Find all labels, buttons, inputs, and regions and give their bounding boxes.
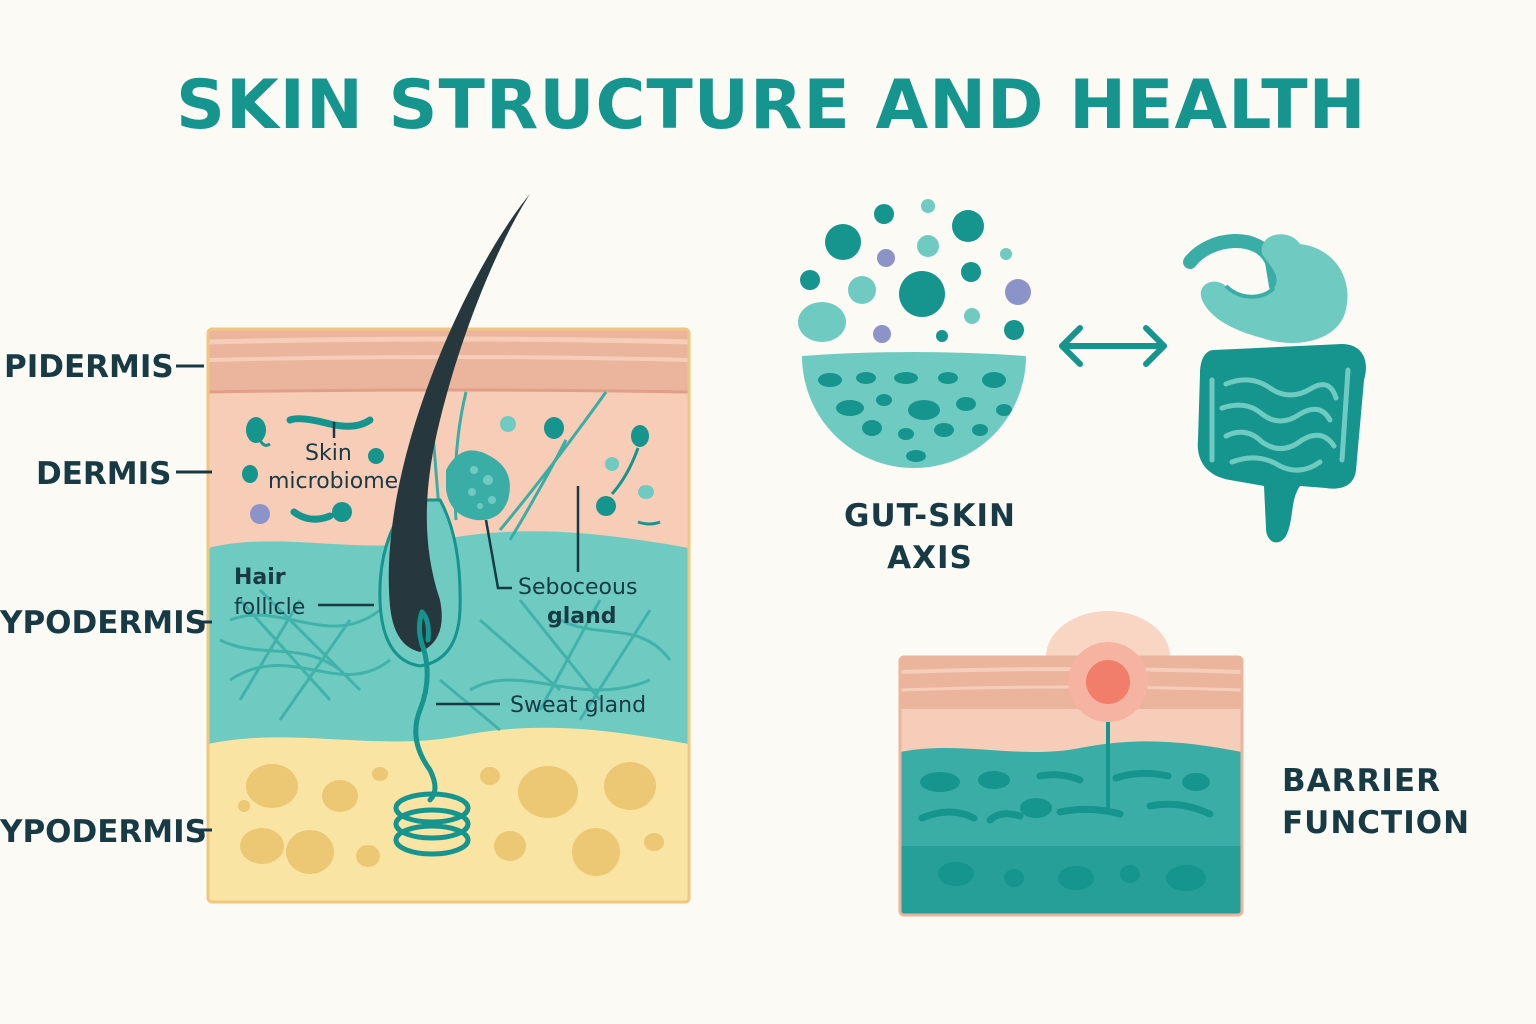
digestive-tract-icon (1183, 234, 1366, 543)
label-epidermis: PIDERMIS (4, 349, 174, 385)
label-sebaceous-gland-1: Seboceous (518, 575, 637, 600)
collagen-fibers (219, 588, 672, 732)
double-arrow-icon (1059, 325, 1167, 367)
sweat-gland (393, 609, 471, 857)
barrier-function-label-1: BARRIER (1282, 763, 1441, 799)
label-sebaceous-gland-2: gland (547, 604, 617, 629)
label-dermis: DERMIS (36, 456, 172, 492)
hair-shaft (388, 194, 530, 652)
fat-layer (208, 727, 689, 902)
microbiome-sphere (798, 199, 1031, 468)
label-skin-microbiome-1: Skin (305, 441, 352, 466)
page-title: SKIN STRUCTURE AND HEALTH (176, 66, 1367, 145)
skin-cross-section: Skin microbiome Hair follicle Seboceous … (206, 194, 691, 904)
microbiome-cells (242, 415, 661, 526)
barrier-function-block (898, 611, 1244, 917)
barrier-function-label-2: FUNCTION (1282, 805, 1470, 841)
gut-skin-axis-label-1: GUT-SKIN (844, 498, 1016, 534)
label-hypodermis-lower: YPODERMIS (0, 814, 207, 850)
label-hair-follicle-2: follicle (234, 595, 305, 620)
sebaceous-gland (446, 450, 510, 521)
label-sweat-gland: Sweat gland (510, 693, 646, 718)
label-hypodermis-upper: YPODERMIS (0, 605, 207, 641)
label-hair-follicle-1: Hair (234, 565, 286, 590)
label-skin-microbiome-2: microbiome (268, 469, 398, 494)
layer-labels: PIDERMIS DERMIS YPODERMIS YPODERMIS (0, 349, 212, 850)
fat-cells (238, 762, 664, 876)
gut-skin-axis-label-2: AXIS (887, 540, 973, 576)
leader-lines (318, 422, 580, 706)
